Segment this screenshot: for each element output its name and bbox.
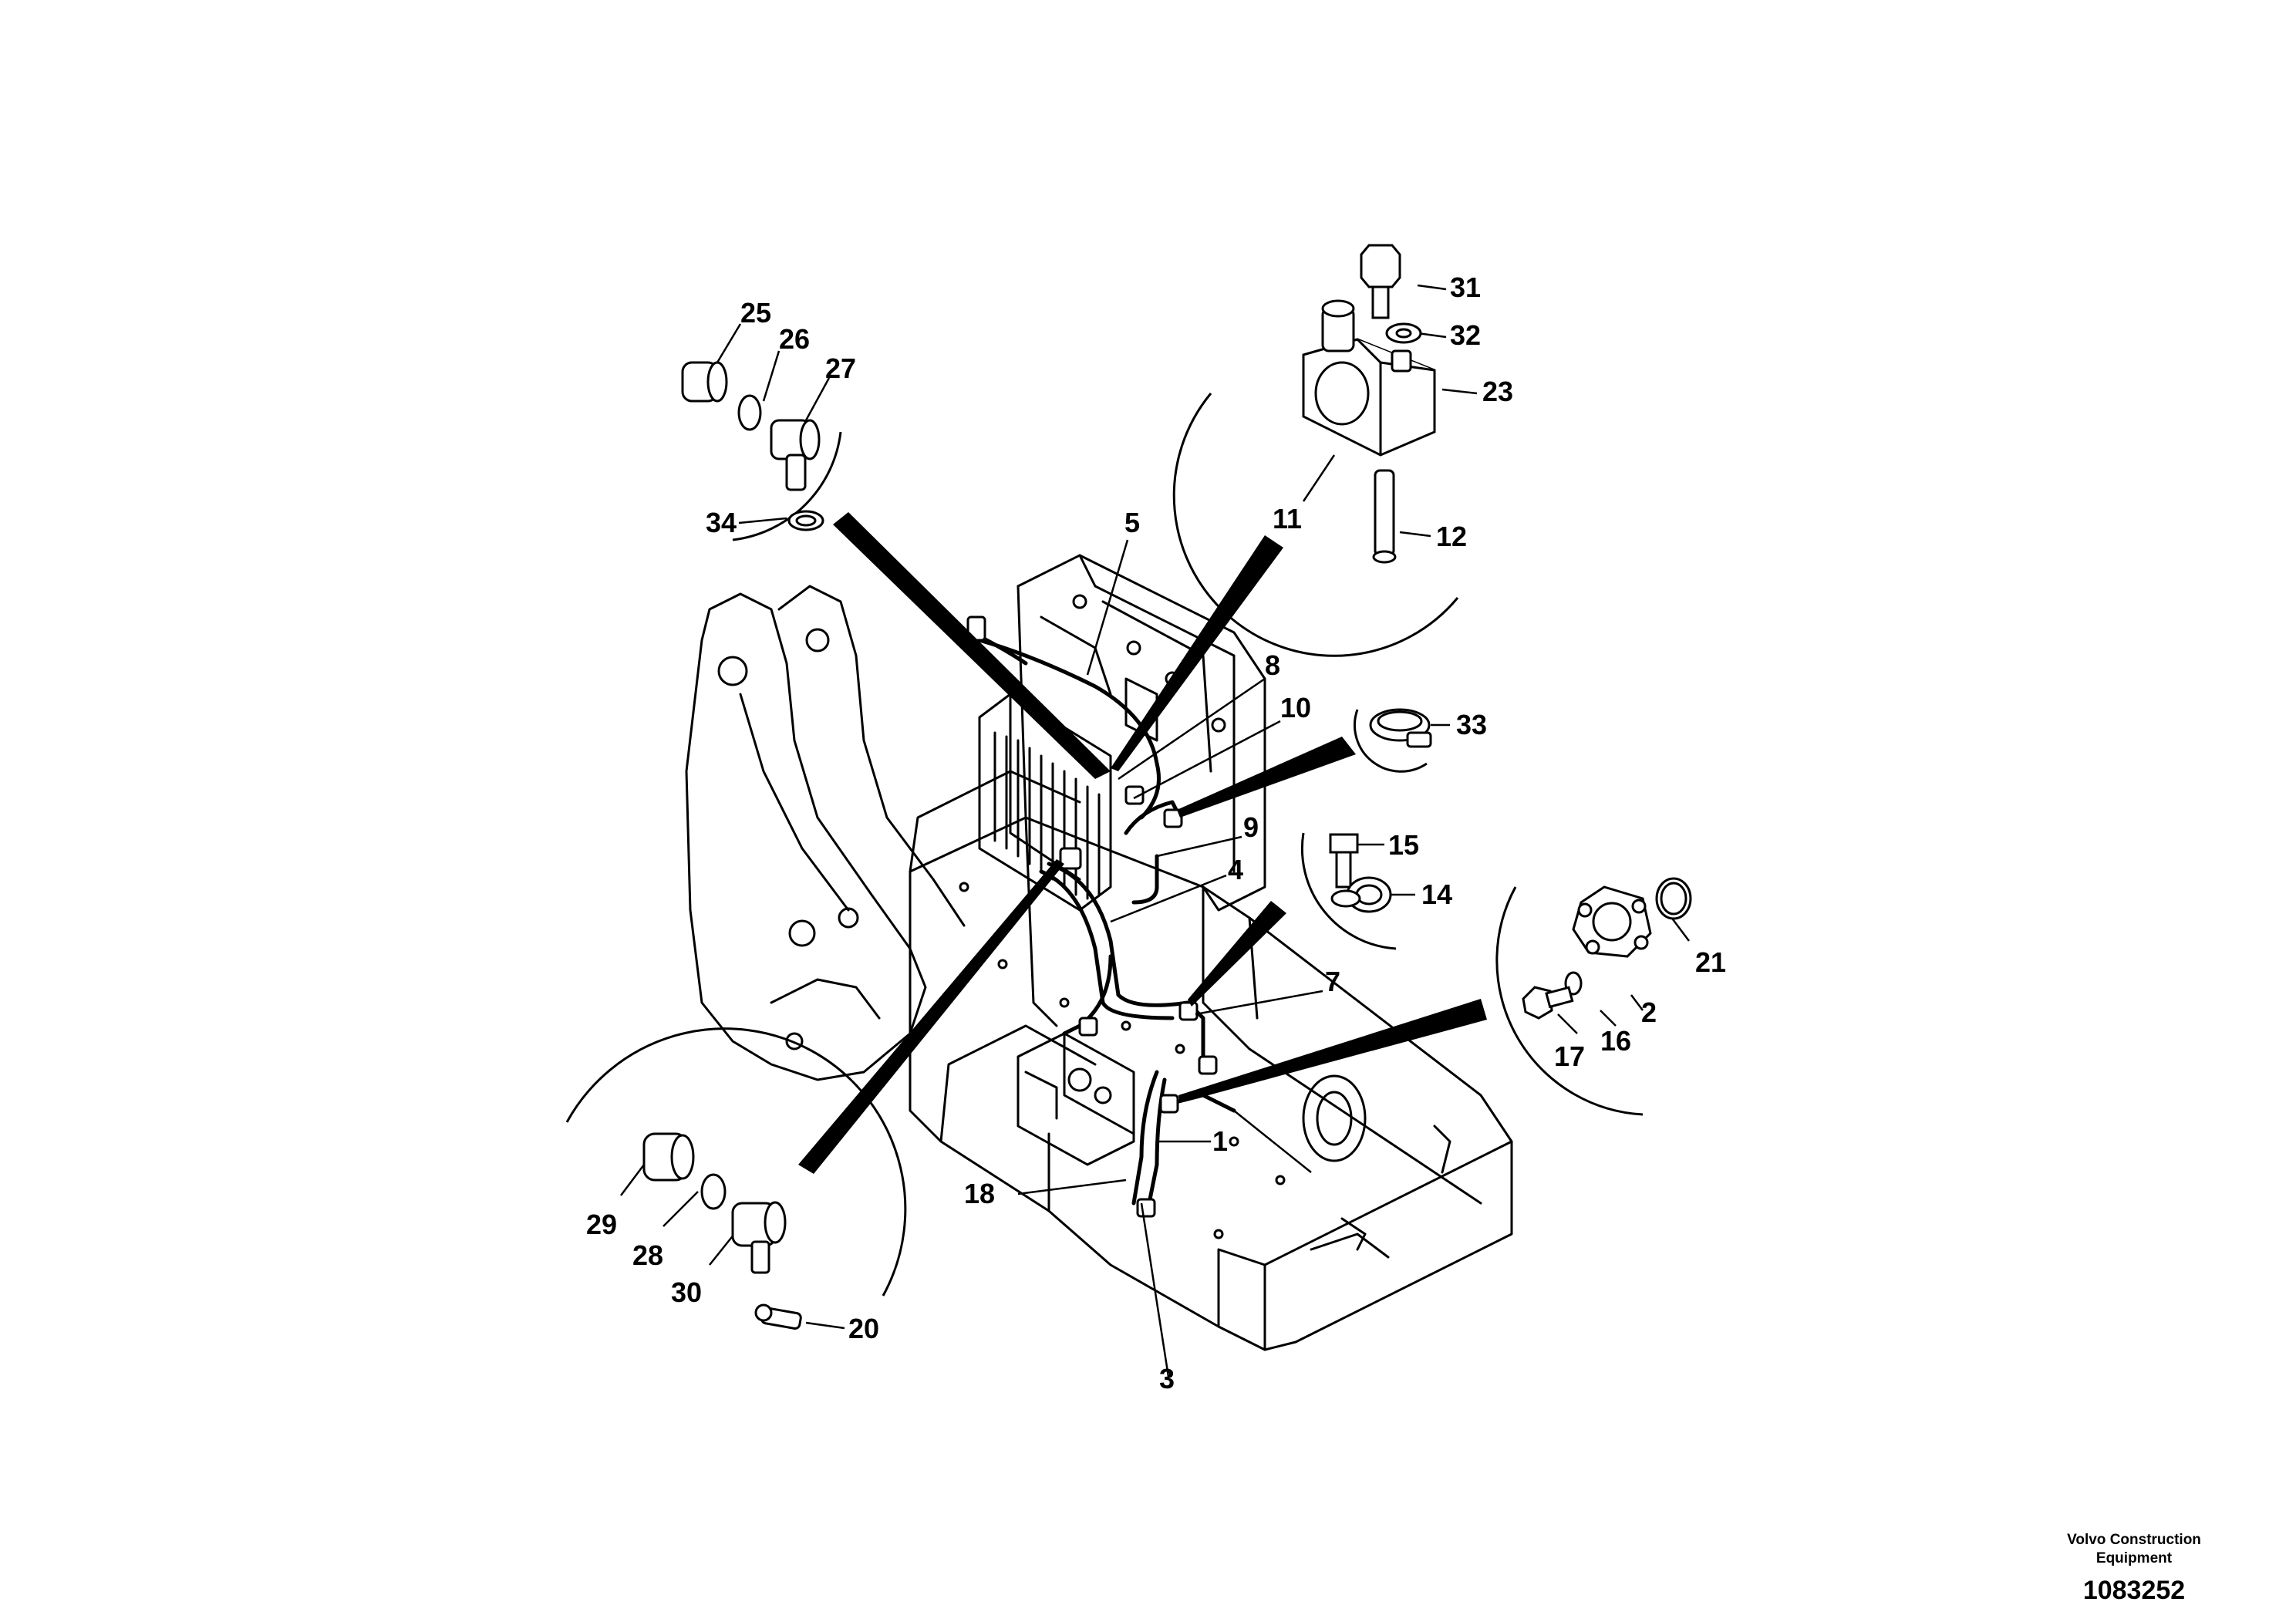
pointer-top-left xyxy=(833,512,1111,779)
label-17: 17 xyxy=(1554,1040,1585,1072)
label-32: 32 xyxy=(1450,319,1481,351)
label-33: 33 xyxy=(1456,709,1487,740)
drawing-number: 1083252 xyxy=(2082,1576,2186,1605)
callout-arcs xyxy=(565,393,1644,1297)
o-ring-21 xyxy=(1655,877,1692,920)
bushing-29 xyxy=(642,1132,695,1182)
label-26: 26 xyxy=(779,323,810,355)
callout-arc-clamp-15 xyxy=(1300,832,1397,950)
label-16: 16 xyxy=(1600,1025,1631,1057)
part-labels: 25 26 27 34 5 31 32 23 11 12 8 10 33 9 1… xyxy=(586,271,1726,1394)
label-25: 25 xyxy=(740,297,771,329)
leader-lines xyxy=(620,284,1690,1378)
main-frame xyxy=(909,770,1513,1351)
elbow-20 xyxy=(754,1303,802,1330)
elbow-fitting-27 xyxy=(770,419,821,491)
label-34: 34 xyxy=(706,507,737,538)
pointer-bottom-left xyxy=(798,859,1064,1174)
callout-arc-bottom-left xyxy=(565,1027,907,1297)
callout-arc-top-left xyxy=(732,431,842,541)
label-29: 29 xyxy=(586,1209,617,1240)
o-ring-26 xyxy=(737,394,762,431)
fitting-30 xyxy=(731,1201,787,1274)
p-clamp-14 xyxy=(1330,876,1392,913)
pointer-clamp-15 xyxy=(1188,901,1286,1007)
label-3: 3 xyxy=(1159,1363,1175,1394)
clip-34 xyxy=(787,510,824,531)
brand-name: Volvo Construction xyxy=(2067,1532,2201,1548)
label-31: 31 xyxy=(1450,271,1481,303)
hose-clamp-33 xyxy=(1369,708,1432,748)
label-10: 10 xyxy=(1280,692,1311,723)
label-21: 21 xyxy=(1695,946,1726,978)
pointer-clamp-33 xyxy=(1177,737,1356,818)
label-28: 28 xyxy=(632,1239,663,1271)
label-11: 11 xyxy=(1273,503,1302,534)
brand-subtitle: Equipment xyxy=(2095,1550,2173,1566)
label-4: 4 xyxy=(1228,854,1243,885)
brand-block: Volvo Construction Equipment 1083252 xyxy=(2018,1531,2250,1606)
label-18: 18 xyxy=(964,1178,995,1209)
bushing-25 xyxy=(681,361,728,403)
pointer-top-right xyxy=(1111,535,1283,771)
label-12: 12 xyxy=(1436,521,1467,552)
loader-arm-structure xyxy=(685,585,966,1081)
label-15: 15 xyxy=(1388,829,1419,861)
callout-arc-flange-2 xyxy=(1495,886,1644,1116)
label-23: 23 xyxy=(1482,376,1513,407)
label-1: 1 xyxy=(1212,1125,1228,1157)
label-9: 9 xyxy=(1243,811,1259,843)
callout-arc-top-right xyxy=(1172,393,1459,657)
bolt-17 xyxy=(1522,986,1574,1020)
label-2: 2 xyxy=(1641,996,1657,1028)
clamp-block-23 xyxy=(1302,299,1436,457)
hose-fittings xyxy=(966,615,1218,1218)
pin-12 xyxy=(1372,469,1397,564)
label-14: 14 xyxy=(1421,878,1452,910)
label-20: 20 xyxy=(848,1313,879,1344)
screw-15 xyxy=(1329,833,1359,889)
split-flange-2 xyxy=(1572,885,1652,958)
label-7: 7 xyxy=(1325,966,1340,997)
pointer-flange-2 xyxy=(1178,999,1487,1103)
washer-32 xyxy=(1385,322,1422,344)
callout-pointers xyxy=(798,512,1487,1174)
label-8: 8 xyxy=(1265,649,1280,681)
label-5: 5 xyxy=(1124,507,1140,538)
bolt-31 xyxy=(1360,244,1401,319)
label-27: 27 xyxy=(825,352,856,384)
label-30: 30 xyxy=(671,1276,702,1308)
inset-parts xyxy=(642,244,1692,1330)
callout-arc-clamp-33 xyxy=(1354,709,1428,773)
o-ring-28 xyxy=(700,1173,727,1210)
